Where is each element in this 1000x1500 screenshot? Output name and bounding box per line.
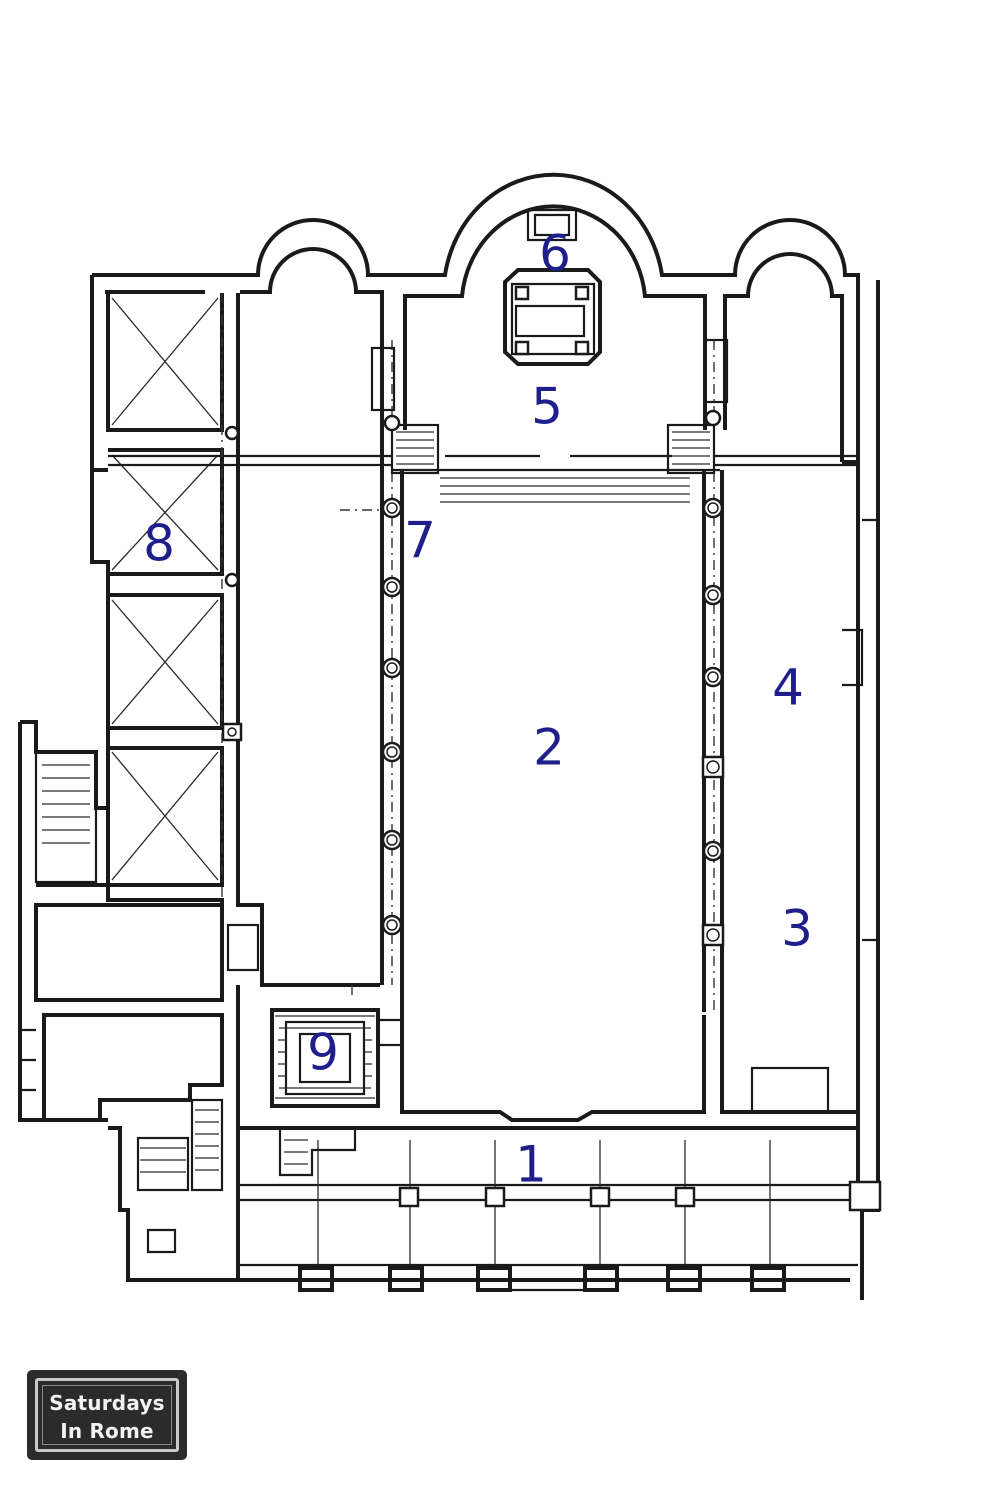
label-1-portico: 1 xyxy=(515,1136,547,1194)
portico xyxy=(236,1126,882,1292)
west-annex xyxy=(18,720,238,1282)
logo-frame: Saturdays In Rome xyxy=(35,1378,179,1452)
label-3-aisle: 3 xyxy=(781,900,813,958)
stair-9 xyxy=(236,985,404,1128)
label-5-presbytery: 5 xyxy=(531,378,563,436)
outer-walls xyxy=(90,172,880,1300)
logo-line-2: In Rome xyxy=(60,1419,154,1443)
label-4-aisle: 4 xyxy=(772,659,804,717)
logo-inner-frame xyxy=(42,1385,172,1445)
label-8-vaulted-rooms: 8 xyxy=(143,515,175,573)
aisle-box xyxy=(750,1066,830,1114)
room-labels: 1 2 3 4 5 6 7 8 9 xyxy=(143,225,813,1194)
label-6-apse: 6 xyxy=(539,225,571,283)
label-7-stair: 7 xyxy=(404,512,436,570)
label-9-stair: 9 xyxy=(307,1024,339,1082)
saturdays-in-rome-logo: Saturdays In Rome xyxy=(27,1370,187,1460)
logo-line-1: Saturdays xyxy=(49,1391,165,1415)
nave-columns xyxy=(381,409,725,947)
label-2-nave: 2 xyxy=(533,719,565,777)
altar xyxy=(503,208,602,366)
west-vaulted-rooms xyxy=(106,293,380,987)
